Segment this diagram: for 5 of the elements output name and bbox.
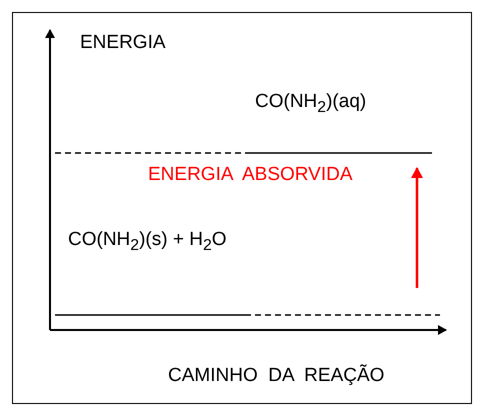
species-label: CO(NH$_{2}$)(aq) [255, 92, 366, 116]
energy-change-label: ENERGIA ABSORVIDA [148, 165, 353, 186]
axis-label: CAMINHO DA REAÇÃO [168, 366, 384, 387]
species-label: CO(NH$_{2}$)(s) + H$_{2}$O [68, 230, 227, 254]
axis-label: ENERGIA [80, 33, 166, 54]
